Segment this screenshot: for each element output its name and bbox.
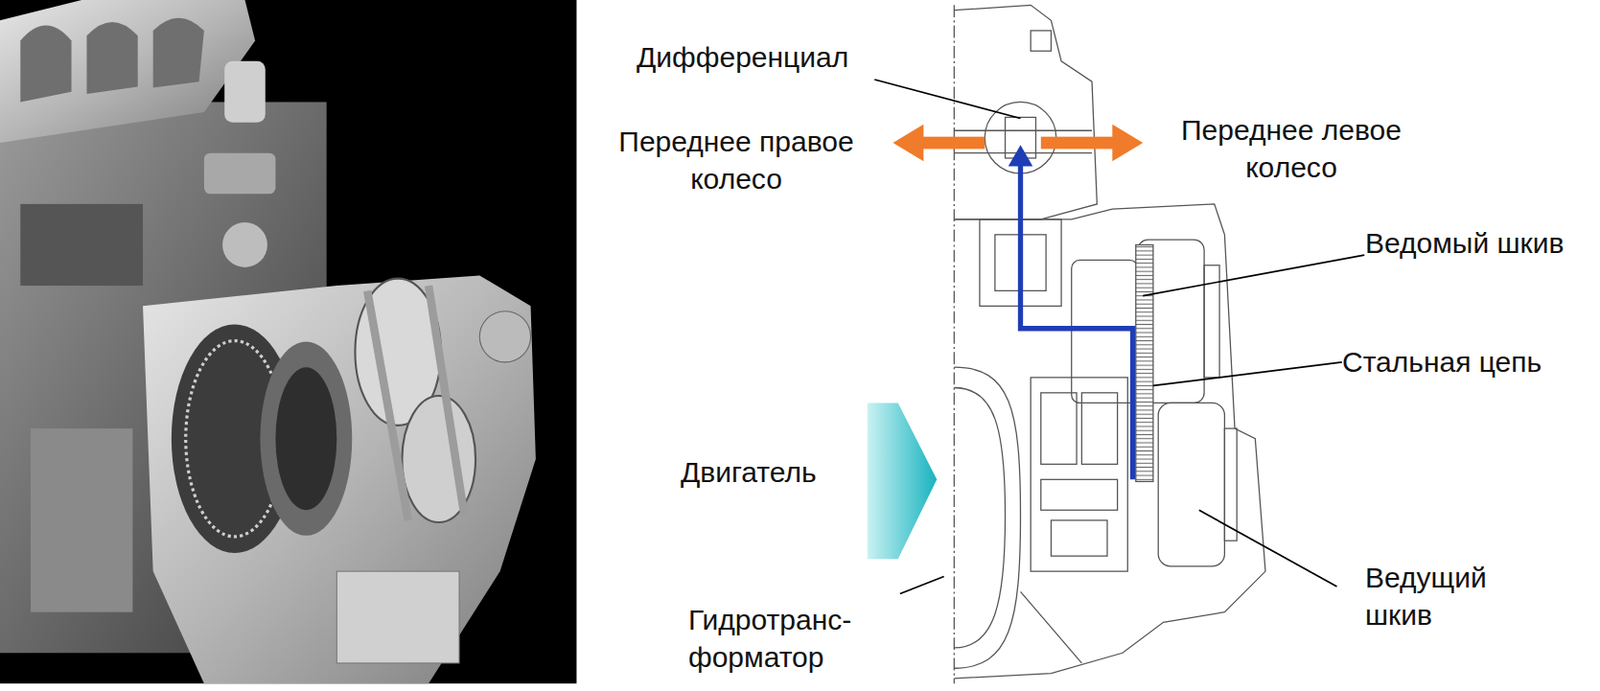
part-label: Гидротранс- форматор [688,601,881,676]
cvt-section-drawing [953,4,1266,684]
part-label: Дифференциал [636,38,849,76]
engine-photo [0,0,577,684]
engine-input-arrow [867,402,937,559]
part-label: Двигатель [680,453,817,491]
part-label: Переднее левое колесо [1157,111,1426,186]
part-label: Ведомый шкив [1365,224,1564,262]
wheel-output-arrows [892,124,1143,162]
part-label: Стальная цепь [1342,343,1542,381]
part-label: Ведущий шкив [1365,558,1529,634]
torque-flow-arrow [1008,144,1134,480]
part-label: Переднее правое колесо [592,122,881,198]
